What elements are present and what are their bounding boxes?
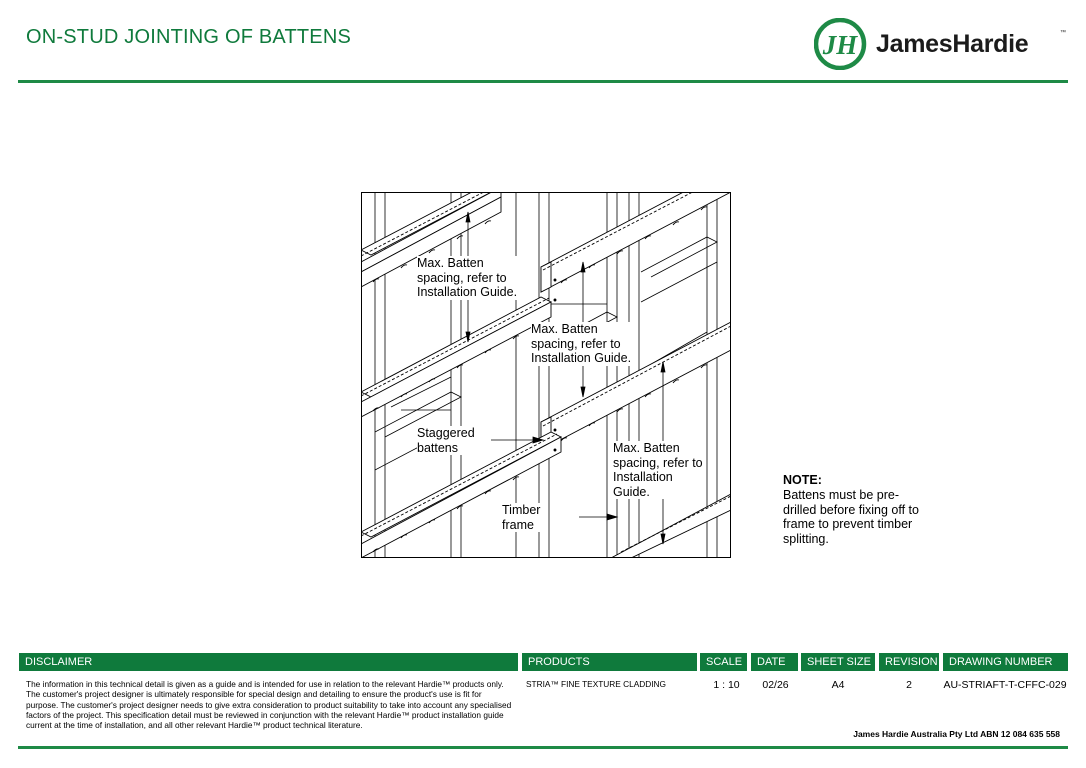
header-sheet-size: SHEET SIZE (801, 653, 875, 671)
battens (361, 192, 731, 558)
header-disclaimer: DISCLAIMER (19, 653, 518, 671)
page-title: ON-STUD JOINTING OF BATTENS (26, 26, 352, 48)
sheet-size-value: A4 (831, 679, 845, 691)
revision-value: 2 (906, 679, 912, 691)
logo-trademark: ™ (1060, 30, 1066, 36)
note-block: NOTE: Battens must be pre- drilled befor… (783, 473, 933, 547)
label-batten-spacing-2: Max. Batten spacing, refer to Installati… (531, 322, 632, 366)
note-heading: NOTE: (783, 473, 822, 487)
disclaimer-text: The information in this technical detail… (26, 679, 512, 731)
note-line: splitting. (783, 532, 829, 547)
header-revision: REVISION (879, 653, 939, 671)
header-scale: SCALE (700, 653, 747, 671)
drawing-number-value: AU-STRIAFT-T-CFFC-029 (943, 679, 1067, 691)
products-value: STRIA™ FINE TEXTURE CLADDING (526, 679, 666, 689)
date-value: 02/26 (762, 679, 789, 691)
scale-value: 1 : 10 (713, 679, 740, 691)
header-date: DATE (751, 653, 798, 671)
batten-detail-drawing (361, 192, 731, 558)
james-hardie-logo: JH JamesHardie ™ (813, 17, 1066, 71)
logo-wordmark: JamesHardie (876, 30, 1029, 58)
header-rule (18, 80, 1068, 83)
company-abn: James Hardie Australia Pty Ltd ABN 12 08… (853, 729, 1060, 739)
header-products: PRODUCTS (522, 653, 697, 671)
header-drawing-number: DRAWING NUMBER (943, 653, 1068, 671)
note-line: drilled before fixing off to (783, 502, 919, 517)
note-line: Battens must be pre- (783, 487, 900, 502)
label-batten-spacing-3: Max. Batten spacing, refer to Installati… (613, 441, 703, 500)
svg-text:JH: JH (822, 30, 859, 60)
label-timber-frame: Timber frame (502, 503, 541, 533)
label-batten-spacing-1: Max. Batten spacing, refer to Installati… (417, 256, 518, 300)
jh-monogram-icon: JH (813, 17, 867, 71)
label-staggered-battens: Staggered battens (417, 426, 475, 456)
note-line: frame to prevent timber (783, 517, 913, 532)
footer-rule (18, 746, 1068, 749)
